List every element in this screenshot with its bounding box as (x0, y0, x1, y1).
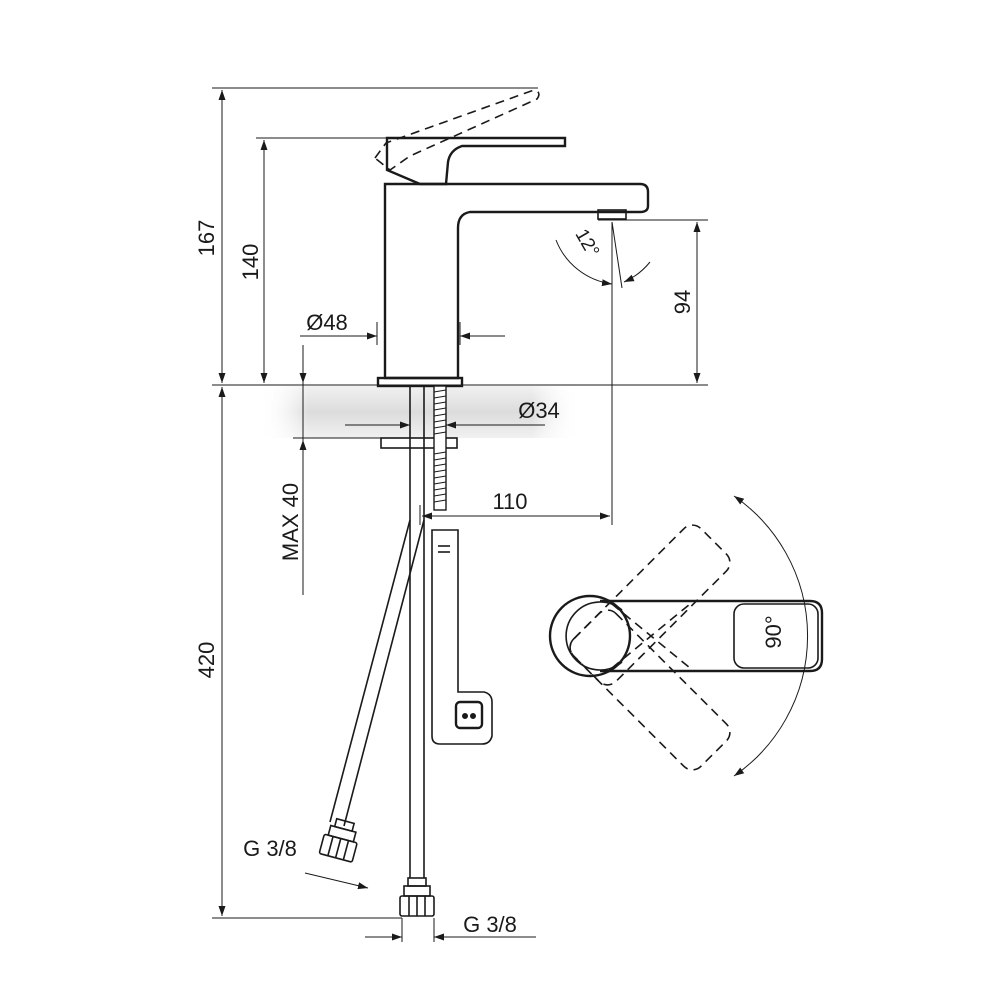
label-mount-diameter: Ø34 (518, 398, 560, 423)
label-spout-height: 94 (670, 290, 695, 314)
label-max-deck: MAX 40 (278, 483, 303, 561)
faucet-top-view (548, 495, 824, 777)
label-body-diameter: Ø48 (306, 310, 348, 335)
handle-rotated-dashed (569, 524, 731, 771)
base-ring (376, 376, 464, 388)
connector-bottom (399, 877, 435, 917)
faucet-body (383, 182, 650, 380)
label-spout-angle: 12° (570, 226, 603, 261)
lever-raised-dashed (373, 89, 540, 171)
label-body-height: 140 (238, 244, 263, 281)
faucet-side-view (318, 89, 650, 917)
label-hose-thread-bottom: G 3/8 (463, 912, 517, 937)
body-circle (548, 594, 632, 678)
threaded-rod (433, 385, 447, 511)
countertop (260, 386, 580, 438)
label-hose-length: 420 (194, 642, 219, 679)
dimension-labels: 167 140 Ø48 94 12° Ø34 MAX 40 110 420 90… (194, 220, 786, 937)
connector-left (318, 817, 358, 863)
label-hose-thread-left: G 3/8 (243, 836, 297, 861)
label-total-height: 167 (194, 220, 219, 257)
spout-angle-indicator (555, 221, 651, 290)
rotation-arc (733, 495, 808, 777)
mount-washer (380, 437, 458, 449)
label-spout-reach: 110 (492, 489, 527, 514)
hose-straight (409, 386, 425, 878)
label-handle-rotation: 90° (761, 615, 786, 648)
lever (385, 136, 567, 186)
pop-up-rod (431, 529, 493, 745)
hose-angled (329, 519, 425, 827)
handle-main (600, 599, 824, 673)
aerator (597, 209, 627, 220)
dim-g38-left (304, 872, 369, 890)
dimension-lines (218, 90, 701, 941)
